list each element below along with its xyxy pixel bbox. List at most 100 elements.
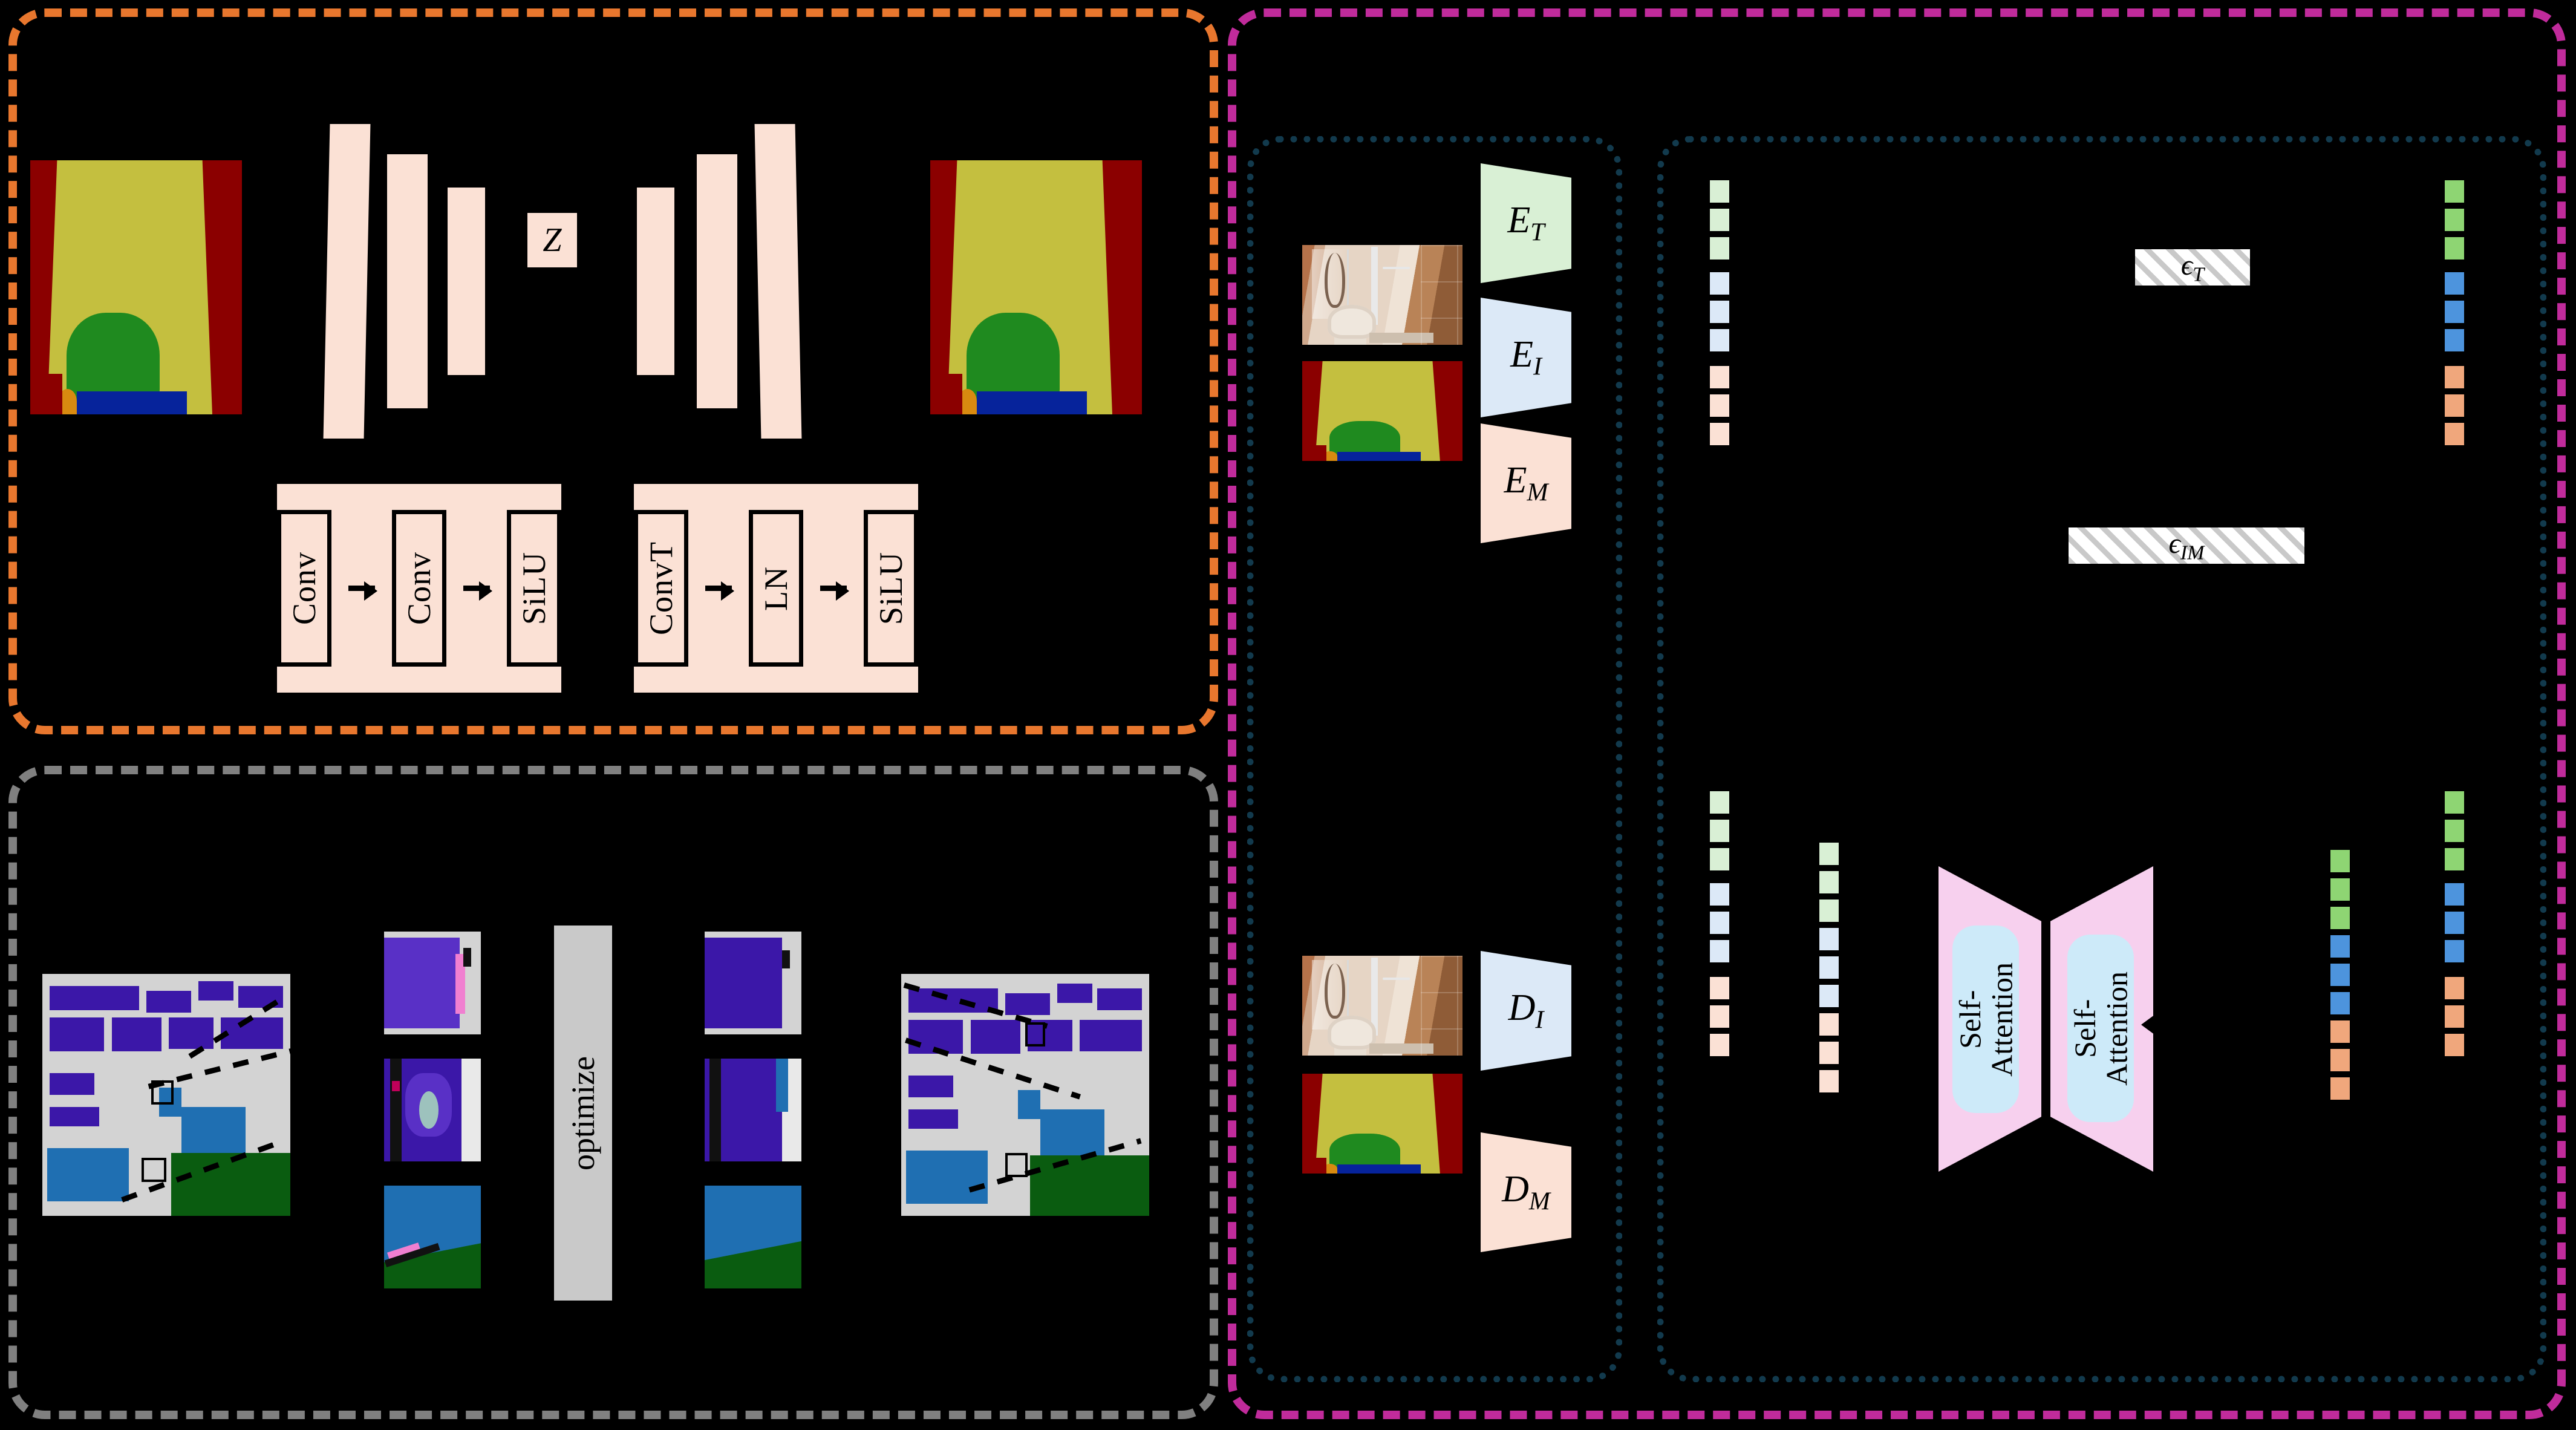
token-text-saturated: [2442, 845, 2467, 873]
token-mask-pale: [1816, 1010, 1842, 1039]
block-cell-silu-2: SiLU: [863, 510, 918, 667]
token-mask-saturated: [2442, 363, 2467, 391]
block-cell-label: Conv: [400, 551, 437, 625]
decoder-output-photo: [1302, 956, 1462, 1056]
token-text-pale: [1707, 845, 1732, 873]
text-noise-subscript: T: [2193, 263, 2205, 286]
token-image-saturated: [2327, 989, 2353, 1017]
city-map-before: [42, 974, 290, 1216]
token-image-saturated: [2442, 326, 2467, 354]
bathroom-segmentation-mask: [1302, 361, 1462, 461]
token-text-pale: [1816, 868, 1842, 896]
crop-before-2: [384, 1059, 481, 1161]
token-mask-saturated: [2327, 1046, 2353, 1074]
segmentation-map-output: [930, 160, 1142, 414]
crop-after-3: [705, 1186, 801, 1288]
vae-autoencoder-panel: [8, 8, 1218, 734]
bathroom-photo-reconstructed: [1302, 956, 1462, 1056]
token-image-pale: [1707, 880, 1732, 909]
token-mask-saturated: [2442, 1002, 2467, 1031]
optimization-panel: [8, 766, 1218, 1419]
vae-output-segmentation: [930, 160, 1142, 414]
sa-line2: Attention: [2099, 971, 2133, 1086]
latent-z-label: Z: [543, 221, 562, 259]
vae-encoder-bar-3: [448, 188, 485, 375]
token-mask-pale: [1707, 420, 1732, 448]
token-text-pale: [1707, 234, 1732, 263]
sa-line1: Self-: [2067, 999, 2102, 1058]
token-mask-pale: [1707, 391, 1732, 420]
token-mask-pale: [1816, 1067, 1842, 1095]
vae-decoder-bar-3: [754, 124, 802, 439]
arrow-icon: [705, 581, 734, 601]
mask-decoder-subscript: M: [1528, 1187, 1550, 1216]
token-mask-saturated: [2442, 974, 2467, 1002]
token-image-pale: [1707, 937, 1732, 965]
block-cell-label: Conv: [286, 551, 323, 625]
image-decoder-label: DI: [1508, 987, 1544, 1034]
token-image-pale: [1816, 925, 1842, 953]
token-image-pale: [1707, 298, 1732, 326]
city-segmentation-after: [901, 974, 1149, 1216]
mask-encoder: EM: [1481, 423, 1571, 543]
optimize-bar: optimize: [554, 926, 612, 1301]
token-image-saturated: [2442, 269, 2467, 298]
text-noise-label: ϵT: [2180, 249, 2205, 286]
city-segmentation-before: [42, 974, 290, 1216]
token-mask-pale: [1707, 1002, 1732, 1031]
token-image-pale: [1707, 326, 1732, 354]
token-text-saturated: [2442, 788, 2467, 817]
image-encoder: EI: [1481, 298, 1571, 417]
token-text-saturated: [2327, 875, 2353, 904]
token-image-saturated: [2442, 298, 2467, 326]
self-attention-left-label: Self-Attention: [1952, 962, 2019, 1077]
block-cell-conv-1: Conv: [277, 510, 332, 667]
self-attention-left-box: Self-Attention: [1952, 926, 2019, 1113]
token-image-saturated: [2327, 932, 2353, 961]
token-mask-saturated: [2442, 1031, 2467, 1059]
vae-latent-z: Z: [527, 213, 577, 267]
token-image-saturated: [2442, 909, 2467, 937]
token-text-pale: [1707, 788, 1732, 817]
text-encoder: ET: [1481, 163, 1571, 283]
city-map-after: [901, 974, 1149, 1216]
token-image-saturated: [2442, 880, 2467, 909]
token-text-pale: [1707, 817, 1732, 845]
block-cell-ln: LN: [748, 510, 804, 667]
token-image-pale: [1707, 269, 1732, 298]
encoder-input-mask: [1302, 361, 1462, 461]
decoder-output-mask: [1302, 1074, 1462, 1174]
block-cell-label: SiLU: [872, 551, 909, 625]
arrow-icon: [820, 581, 849, 601]
token-mask-saturated: [2442, 391, 2467, 420]
bathroom-segmentation-mask-reconstructed: [1302, 1074, 1462, 1174]
crop-before-3: [384, 1186, 481, 1288]
crop-after-2: [705, 1059, 801, 1161]
image-decoder-subscript: I: [1535, 1006, 1544, 1034]
token-text-saturated: [2442, 817, 2467, 845]
vae-input-segmentation: [30, 160, 242, 414]
token-mask-saturated: [2327, 1017, 2353, 1046]
sa-line1: Self-: [1952, 990, 1987, 1049]
image-decoder: DI: [1481, 951, 1571, 1071]
token-text-saturated: [2327, 904, 2353, 932]
block-cell-conv-2: Conv: [391, 510, 447, 667]
token-text-saturated: [2442, 206, 2467, 234]
crop-after-1: [705, 932, 801, 1034]
token-text-pale: [1816, 896, 1842, 925]
vae-encoder-bar-1: [323, 124, 371, 439]
crop-before-1: [384, 932, 481, 1034]
text-noise-bar: ϵT: [2135, 249, 2250, 286]
token-text-saturated: [2327, 847, 2353, 875]
block-cell-silu-1: SiLU: [506, 510, 561, 667]
attention-output-arrow-icon: [2141, 1011, 2159, 1038]
vae-decoder-residual-block: ConvT LN SiLU: [634, 484, 918, 693]
block-cell-label: LN: [757, 566, 794, 611]
sa-line2: Attention: [1984, 962, 2018, 1077]
image-mask-noise-subscript: IM: [2180, 541, 2205, 564]
block-cell-label: ConvT: [643, 541, 680, 635]
arrow-icon: [348, 581, 377, 601]
text-encoder-label: ET: [1507, 200, 1545, 247]
mask-encoder-subscript: M: [1527, 478, 1548, 507]
